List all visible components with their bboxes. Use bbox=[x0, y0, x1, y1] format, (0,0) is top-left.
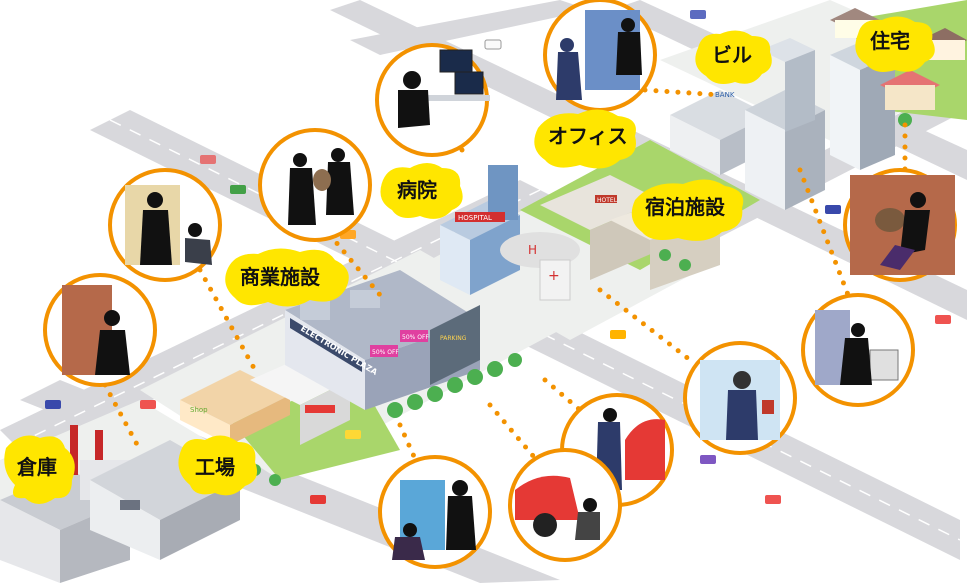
svg-text:H: H bbox=[528, 243, 537, 257]
label-warehouse: 倉庫 bbox=[16, 455, 57, 479]
label-commercial-bubble: 商業施設 bbox=[225, 248, 349, 307]
office-towers: BANK bbox=[670, 38, 895, 210]
connector-dots bbox=[102, 87, 908, 473]
label-hospital: 病院 bbox=[397, 178, 437, 202]
hospital-sign: HOSPITAL bbox=[458, 214, 492, 222]
scene-circle-residence bbox=[843, 168, 957, 282]
bank-sign: BANK bbox=[715, 91, 735, 99]
label-office-bubble: オフィス bbox=[534, 109, 636, 169]
scene-circle-tire-theft bbox=[508, 448, 622, 562]
trees bbox=[249, 113, 912, 486]
sale-sign-2: 50% OFF bbox=[402, 334, 429, 341]
label-lodging: 宿泊施設 bbox=[645, 195, 726, 219]
commercial-plaza-building: ELECTRONIC PLAZA 50% OFF 50% OFF PARKING bbox=[285, 270, 480, 410]
scene-circle-commercial bbox=[258, 128, 372, 242]
scene-circle-warehouse bbox=[43, 273, 157, 387]
svg-text:+: + bbox=[548, 268, 560, 284]
label-commercial: 商業施設 bbox=[240, 265, 321, 289]
parking-sign: PARKING bbox=[440, 335, 467, 342]
scene-circle-atm bbox=[378, 455, 492, 569]
label-office: オフィス bbox=[548, 124, 628, 148]
label-residence-bubble: 住宅 bbox=[855, 16, 935, 73]
label-hospital-bubble: 病院 bbox=[380, 163, 463, 219]
small-shops: Shop bbox=[180, 358, 350, 445]
scene-circle-office-desk bbox=[375, 43, 490, 157]
hotel-sign: HOTEL bbox=[597, 197, 618, 204]
label-warehouse-bubble: 倉庫 bbox=[4, 435, 75, 504]
shop-sign: Shop bbox=[190, 406, 208, 414]
hospital-building: HOSPITAL H + bbox=[440, 165, 580, 301]
cars bbox=[45, 10, 951, 504]
scene-circle-lodging bbox=[683, 341, 797, 455]
scene-circle-building bbox=[543, 0, 657, 112]
scene-circle-safe bbox=[801, 293, 915, 407]
sale-sign-1: 50% OFF bbox=[372, 349, 399, 356]
scene-circle-factory bbox=[108, 168, 222, 282]
label-factory: 工場 bbox=[195, 455, 235, 479]
label-lodging-bubble: 宿泊施設 bbox=[631, 179, 744, 241]
label-building-bubble: ビル bbox=[695, 30, 772, 85]
label-factory-bubble: 工場 bbox=[178, 435, 258, 496]
label-residence: 住宅 bbox=[870, 29, 910, 53]
label-building: ビル bbox=[712, 43, 752, 67]
